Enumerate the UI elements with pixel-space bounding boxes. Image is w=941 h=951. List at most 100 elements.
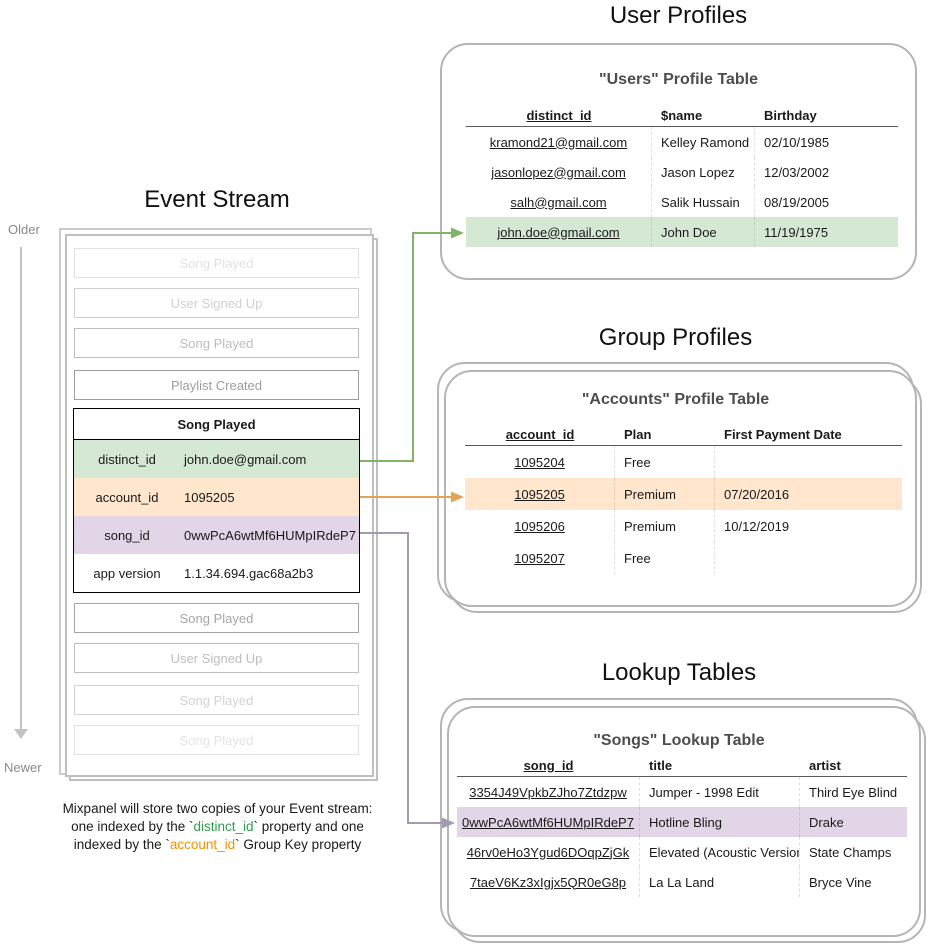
event-box: Playlist Created bbox=[74, 370, 359, 400]
column-header: song_id bbox=[523, 757, 574, 773]
table-cell: Elevated (Acoustic Version) bbox=[640, 837, 800, 867]
event-box: User Signed Up bbox=[74, 288, 359, 318]
songs-table: song_id title artist 3354J49VpkbZJho7Ztdzpw… bbox=[457, 754, 907, 897]
column-header: Birthday bbox=[764, 107, 817, 123]
table-cell: 7taeV6Kz3xIgjx5QR0eG8p bbox=[457, 867, 640, 897]
table-cell: 08/19/2005 bbox=[764, 194, 830, 210]
timeline-arrow-icon bbox=[14, 729, 28, 739]
table-cell: 12/03/2002 bbox=[764, 164, 830, 180]
property-value: 1.1.34.694.gac68a2b3 bbox=[184, 565, 314, 581]
caption-highlighted-id: account_id bbox=[169, 837, 236, 852]
event-property-row: song_id 0wwPcA6wtMf6HUMpIRdeP7 bbox=[74, 516, 359, 554]
caption-text: Mixpanel will store two copies of your E… bbox=[62, 801, 373, 816]
table-cell: 1095205 bbox=[465, 478, 615, 510]
property-value: 0wwPcA6wtMf6HUMpIRdeP7 bbox=[184, 527, 356, 543]
column-header: distinct_id bbox=[526, 107, 592, 123]
table-cell bbox=[715, 446, 902, 478]
table-cell: State Champs bbox=[809, 844, 892, 860]
user-profiles-title: User Profiles bbox=[609, 2, 748, 29]
table-cell bbox=[715, 542, 902, 574]
table-cell: La La Land bbox=[640, 867, 800, 897]
column-header: First Payment Date bbox=[724, 426, 842, 442]
table-cell: 02/10/1985 bbox=[764, 134, 830, 150]
table-cell: Bryce Vine bbox=[809, 874, 872, 890]
event-box: Song Played bbox=[74, 725, 359, 755]
lookup-tables-title: Lookup Tables bbox=[601, 659, 757, 686]
event-box: Song Played bbox=[74, 328, 359, 358]
table-cell: 1095204 bbox=[465, 446, 615, 478]
table-cell: 11/19/1975 bbox=[764, 224, 829, 240]
table-cell: salh@gmail.com bbox=[466, 187, 652, 217]
stream-caption: Mixpanel will store two copies of your E… bbox=[10, 800, 425, 854]
caption-line: one indexed by the `distinct_id` propert… bbox=[10, 818, 425, 836]
caption-text: indexed by the ` bbox=[73, 837, 170, 852]
event-box: Song Played bbox=[74, 603, 359, 633]
songs-table-title: "Songs" Lookup Table bbox=[593, 732, 765, 749]
table-cell: Third Eye Blind bbox=[809, 784, 898, 800]
older-label: Older bbox=[8, 222, 40, 237]
event-stream-title: Event Stream bbox=[144, 186, 290, 213]
table-cell: Drake bbox=[809, 814, 844, 830]
table-header-row: song_id title artist bbox=[457, 754, 907, 777]
event-property-row: account_id 1095205 bbox=[74, 478, 359, 516]
table-cell: 07/20/2016 bbox=[724, 486, 790, 502]
table-cell: Kelley Ramond bbox=[652, 127, 755, 157]
table-cell: 10/12/2019 bbox=[724, 518, 790, 534]
event-property-row: app version 1.1.34.694.gac68a2b3 bbox=[74, 554, 359, 592]
table-cell: kramond21@gmail.com bbox=[466, 127, 652, 157]
property-key: app version bbox=[93, 565, 161, 581]
property-key: account_id bbox=[95, 489, 159, 505]
column-header: artist bbox=[809, 757, 841, 773]
table-cell: 0wwPcA6wtMf6HUMpIRdeP7 bbox=[457, 807, 640, 837]
users-table: distinct_id $name Birthday kramond21@gmail.… bbox=[466, 104, 898, 247]
table-cell: Jumper - 1998 Edit bbox=[640, 777, 800, 807]
table-cell: 1095207 bbox=[465, 542, 615, 574]
caption-text: one indexed by the ` bbox=[71, 819, 194, 834]
property-value: 1095205 bbox=[184, 489, 235, 505]
users-table-title: "Users" Profile Table bbox=[599, 71, 758, 88]
column-header: Plan bbox=[624, 426, 652, 442]
event-box: User Signed Up bbox=[74, 643, 359, 673]
property-value: john.doe@gmail.com bbox=[184, 451, 307, 467]
focused-event-title: Song Played bbox=[74, 409, 359, 440]
table-cell: 3354J49VpkbZJho7Ztdzpw bbox=[457, 777, 640, 807]
newer-label: Newer bbox=[4, 760, 42, 775]
caption-highlighted-id: distinct_id bbox=[193, 819, 254, 834]
table-cell: Premium bbox=[615, 478, 715, 510]
table-cell: Salik Hussain bbox=[652, 187, 755, 217]
timeline-line bbox=[20, 247, 22, 730]
caption-text: ` Group Key property bbox=[235, 837, 362, 852]
table-cell: Premium bbox=[615, 510, 715, 542]
table-cell: Hotline Bling bbox=[640, 807, 800, 837]
property-key: song_id bbox=[104, 527, 150, 543]
caption-text: ` property and one bbox=[253, 819, 364, 834]
event-box: Song Played bbox=[74, 248, 359, 278]
column-header: title bbox=[649, 757, 673, 773]
table-cell: john.doe@gmail.com bbox=[466, 217, 652, 247]
column-header: $name bbox=[661, 107, 703, 123]
accounts-table-title: "Accounts" Profile Table bbox=[581, 391, 770, 408]
caption-line: indexed by the `account_id` Group Key pr… bbox=[10, 836, 425, 854]
table-cell: 46rv0eHo3Ygud6DOqpZjGk bbox=[457, 837, 640, 867]
table-cell: John Doe bbox=[652, 217, 755, 247]
event-box: Song Played bbox=[74, 685, 359, 715]
table-cell: Free bbox=[615, 542, 715, 574]
table-cell: jasonlopez@gmail.com bbox=[466, 157, 652, 187]
group-profiles-title: Group Profiles bbox=[598, 324, 753, 351]
